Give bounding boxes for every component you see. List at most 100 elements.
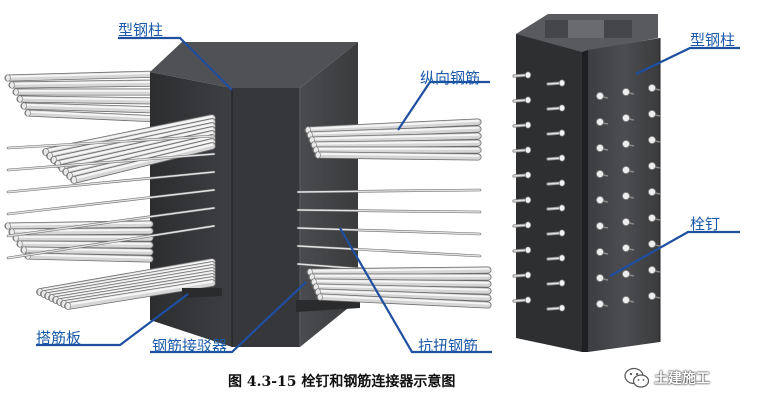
stud [596, 118, 609, 127]
rebar [16, 240, 154, 249]
stud [622, 114, 635, 123]
stud [546, 129, 566, 137]
right-steel-column [512, 14, 661, 352]
label-stud: 栓钉 [690, 215, 721, 233]
rebar [16, 95, 164, 105]
rebar-group-front-upper [42, 114, 216, 184]
stud [648, 187, 661, 196]
stud [596, 247, 609, 256]
stud [596, 273, 609, 282]
stud [512, 221, 532, 229]
rebar [8, 79, 164, 89]
stud-group-front-face [596, 84, 661, 308]
stud-group-left-face [512, 71, 566, 312]
stud [546, 254, 566, 262]
watermark: 土建施工 [624, 366, 710, 390]
stud [596, 169, 609, 178]
stud [546, 104, 566, 112]
stud [512, 296, 532, 304]
leader-steel-column-right [635, 46, 740, 75]
stud [512, 71, 532, 79]
shear-rebar [296, 208, 482, 214]
rebar [316, 293, 492, 309]
rebar [314, 151, 482, 161]
leader-shear-rebar [339, 227, 492, 354]
rebar [24, 252, 154, 263]
stud [546, 154, 566, 162]
stud [648, 161, 661, 170]
thin-rebar [6, 134, 216, 150]
rebar [4, 220, 154, 230]
label-longitudinal-rebar: 纵向钢筋 [420, 69, 481, 87]
stud [596, 221, 609, 230]
rebar [46, 118, 216, 160]
stud [648, 135, 661, 144]
label-steel-column-right: 型钢柱 [690, 31, 736, 49]
label-rebar-plate: 搭筋板 [36, 329, 82, 347]
thin-rebar [6, 206, 216, 238]
rebar [306, 125, 482, 139]
stud [648, 110, 661, 119]
rebar [308, 132, 482, 144]
rebar [20, 246, 154, 256]
rebar [12, 234, 154, 242]
stud [512, 96, 532, 104]
leader-rebar-coupler [150, 281, 307, 354]
stud [648, 213, 661, 222]
stud [546, 304, 566, 312]
stud [648, 265, 661, 274]
rebar [62, 134, 216, 176]
stud [622, 88, 635, 97]
stud [596, 143, 609, 152]
stud [512, 246, 532, 254]
rebar-plate [182, 288, 222, 298]
stud [596, 195, 609, 204]
label-steel-column-left: 型钢柱 [118, 21, 164, 39]
thin-rebar-group [6, 134, 216, 260]
rebar [64, 279, 216, 310]
longitudinal-rebar-group [304, 118, 482, 161]
stud [512, 196, 532, 204]
left-assembly [4, 42, 492, 347]
rebar [304, 118, 482, 134]
stud [546, 279, 566, 287]
stud [546, 229, 566, 237]
rebar [70, 142, 216, 184]
rebar [314, 288, 492, 302]
rebar [24, 109, 164, 123]
leader-steel-column-left [118, 36, 233, 91]
leader-rebar-plate [36, 293, 189, 347]
stud [596, 299, 609, 308]
rebar [12, 88, 164, 96]
thin-rebar [6, 152, 216, 172]
rebar [310, 139, 482, 149]
thin-rebar [6, 170, 216, 194]
stud [512, 271, 532, 279]
stud [512, 171, 532, 179]
stud [622, 269, 635, 278]
leader-longitudinal-rebar [397, 80, 490, 131]
stud [622, 139, 635, 148]
rebar [20, 102, 164, 114]
shear-rebar [296, 244, 482, 258]
stud [622, 295, 635, 304]
shear-rebar [296, 226, 482, 236]
stud [648, 239, 661, 248]
stud [546, 179, 566, 187]
coupler-rebar-group [306, 266, 492, 309]
stud [596, 92, 609, 101]
rebar [312, 146, 482, 154]
stud [546, 204, 566, 212]
stud [622, 217, 635, 226]
rebar [312, 283, 492, 295]
shear-rebar [296, 188, 482, 194]
label-rebar-coupler: 钢筋接驳器 [152, 337, 228, 355]
stud [648, 291, 661, 300]
leader-stud [609, 230, 740, 277]
rebar [306, 266, 492, 276]
rebar [310, 278, 492, 288]
wechat-icon [624, 367, 650, 388]
thin-rebar [6, 224, 216, 260]
stud [546, 79, 566, 87]
